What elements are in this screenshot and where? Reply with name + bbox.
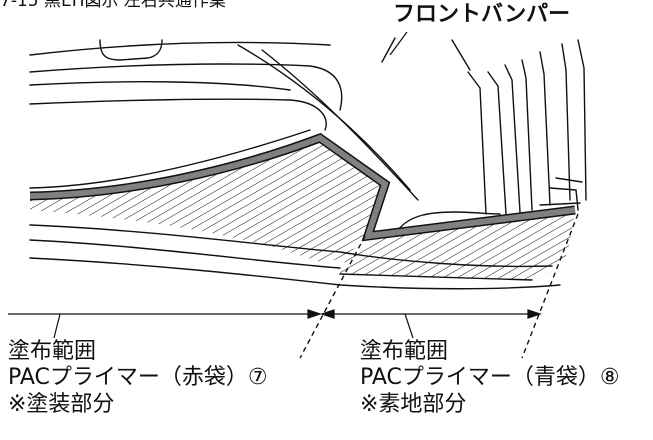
front-bumper-label: フロントバンパー: [393, 2, 571, 27]
hatched-bare-region: [340, 212, 575, 280]
header-partial-text: 7-15 黒EH図示 左右共通作業: [0, 0, 226, 11]
left-area-note: ※塗装部分: [8, 391, 115, 417]
right-range-title: 塗布範囲: [360, 339, 449, 364]
range-dimension-arrows: [8, 309, 542, 339]
tape-band-fill: [29, 134, 576, 240]
left-primer-text: PACプライマー（赤袋）⑦: [8, 365, 268, 391]
right-area-note: ※素地部分: [360, 391, 467, 417]
bare-area-label-block: 塗布範囲 PACプライマー（青袋）⑧ ※素地部分: [360, 339, 620, 418]
hatched-painted-region: [30, 140, 385, 262]
painted-area-label-block: 塗布範囲 PACプライマー（赤袋）⑦ ※塗装部分: [8, 339, 268, 418]
bumper-leader-line: [389, 31, 408, 56]
right-primer-text: PACプライマー（青袋）⑧: [360, 365, 620, 391]
boundary-dashed-lines: [299, 213, 579, 359]
left-range-title: 塗布範囲: [8, 339, 97, 364]
bumper-outline: [29, 37, 587, 290]
